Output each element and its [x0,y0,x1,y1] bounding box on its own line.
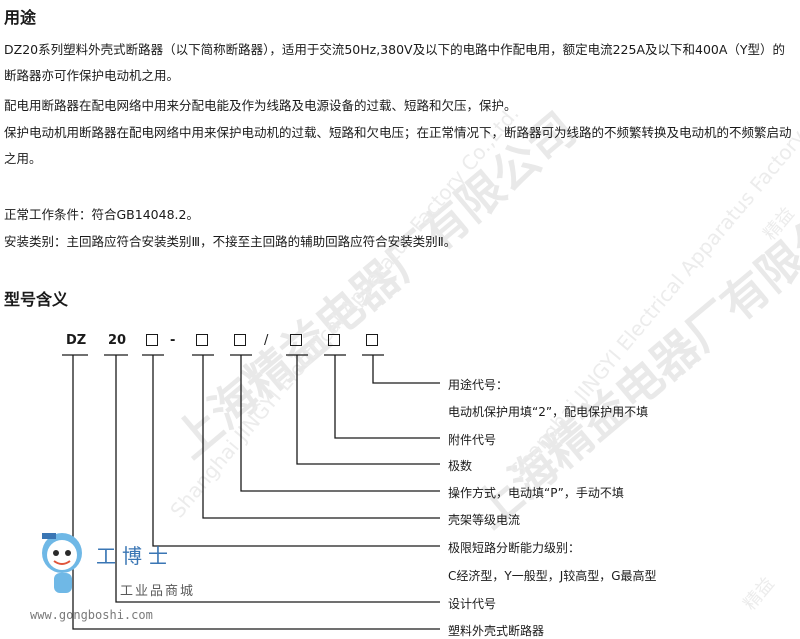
label-usage-code-detail: 电动机保护用填“2”，配电保护用不填 [448,405,649,419]
logo-title: 工博士 [96,544,174,568]
mascot-logo-icon [42,533,82,593]
label-poles: 极数 [448,459,473,473]
section-heading-model: 型号含义 [4,290,69,309]
code-number: 20 [108,333,127,348]
code-box-operation [234,334,246,346]
section-heading-usage: 用途 [4,8,37,27]
code-box-poles [290,334,302,346]
code-dash: - [170,333,176,348]
installation-category: 安装类别：主回路应符合安装类别Ⅲ，不接至主回路的辅助回路应符合安装类别Ⅱ。 [4,234,457,249]
code-prefix: DZ [66,333,87,348]
code-box-frame-current [196,334,208,346]
label-usage-code: 用途代号： [448,378,509,392]
logo-subtitle: 工业品商城 [120,584,196,599]
logo-url: www.gongboshi.com [30,608,153,622]
label-breaking-capacity: 极限短路分断能力级别： [448,541,581,555]
usage-paragraph: 配电用断路器在配电网络中用来分配电能及作为线路及电源设备的过载、短路和欠压，保护… [4,98,517,113]
code-box-accessory [328,334,340,346]
label-frame-current: 壳架等级电流 [448,513,521,527]
code-box-usage [366,334,378,346]
label-operation-mode: 操作方式，电动填“P”，手动不填 [448,486,624,500]
usage-paragraph: 保护电动机用断路器在配电网络中用来保护电动机的过载、短路和欠电压；在正常情况下，… [4,125,792,166]
working-condition: 正常工作条件：符合GB14048.2。 [4,207,199,222]
code-box-breaking-capacity [146,334,158,346]
label-breaking-capacity-detail: C经济型，Y一般型，J较高型，G最高型 [448,569,657,583]
label-accessory-code: 附件代号 [448,433,497,447]
code-slash: / [264,333,269,348]
label-design-code: 设计代号 [448,597,497,611]
usage-paragraph: DZ20系列塑料外壳式断路器（以下简称断路器），适用于交流50Hz,380V及以… [4,42,786,83]
